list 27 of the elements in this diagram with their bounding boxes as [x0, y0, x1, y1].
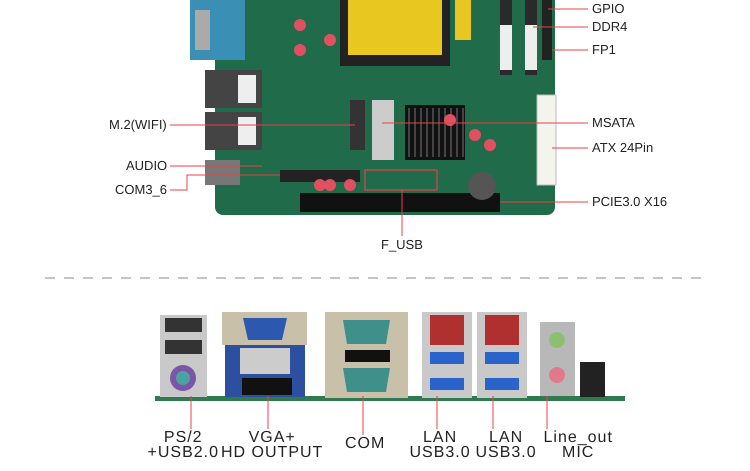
callout-label: Line_out MIC — [544, 430, 613, 460]
callout-label: PS/2 +USB2.0 — [148, 430, 219, 460]
callout-label: M.2(WIFI) — [109, 117, 167, 133]
callout-label: PCIE3.0 X16 — [592, 194, 668, 210]
leader-line — [492, 396, 494, 430]
callout-label: ATX 24Pin — [592, 140, 654, 156]
callout-label: LAN USB3.0 — [476, 430, 537, 460]
leader-line — [362, 396, 364, 436]
leader-line — [170, 124, 356, 126]
highlight-frame — [364, 169, 438, 191]
callout-label: FP1 — [592, 42, 616, 58]
callout-label: F_USB — [381, 237, 423, 253]
callout-label: COM — [345, 436, 386, 451]
leader-line — [548, 8, 588, 10]
callout-label: AUDIO — [126, 158, 168, 174]
leader-line — [190, 396, 192, 430]
callout-label: VGA+ HD OUTPUT — [221, 430, 324, 460]
callout-label: MSATA — [592, 115, 635, 131]
callout-label: DDR4 — [592, 19, 628, 35]
callout-label: LAN USB3.0 — [410, 430, 471, 460]
leader-line — [436, 396, 438, 430]
leader-line — [546, 396, 548, 430]
leader-line — [532, 26, 588, 28]
callout-label: GPIO — [592, 1, 625, 17]
leader-line — [382, 122, 588, 124]
leader-line — [170, 174, 280, 190]
callout-label: COM3_6 — [115, 182, 168, 198]
